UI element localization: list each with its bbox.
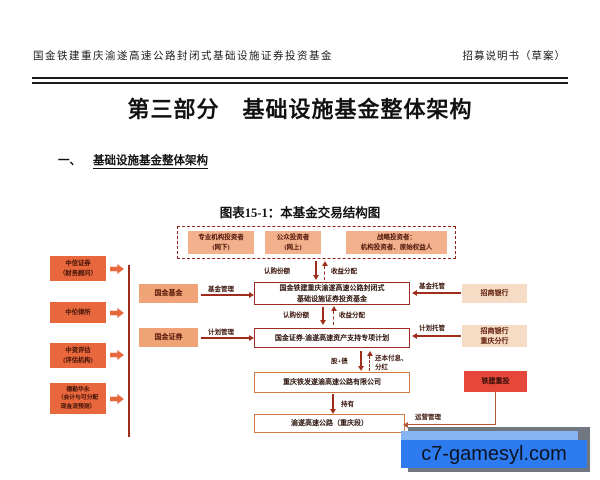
custodian-name: 招商银行 — [480, 289, 509, 298]
arrow-plan-custody-line — [417, 335, 461, 337]
investor-public-name: 公众投资者 — [276, 234, 310, 242]
advisor-arrow-icon — [110, 308, 124, 318]
header-rule — [32, 77, 568, 84]
advisor-deloitte-name: 德勤华永 — [66, 386, 90, 393]
arrow-fund-mgmt-line — [201, 294, 249, 296]
advisor-arrow-icon — [110, 394, 124, 404]
label-plan-mgmt: 计划管理 — [208, 329, 234, 336]
advisor-appraisal-role: (评估机构) — [63, 356, 93, 364]
advisor-zhonglun-name: 中伦律所 — [65, 308, 91, 316]
operator-name: 铁建重投 — [481, 377, 510, 386]
label-repay-line1: 还本付息、 — [375, 355, 408, 362]
arrow-hold-line — [332, 394, 334, 410]
asset-name: 渝遂高速公路（重庆段） — [291, 419, 368, 428]
figure-caption: 图表15-1：本基金交易结构图 — [219, 206, 381, 220]
arrow-plan-mgmt-head — [249, 335, 254, 341]
investor-public-note: (网上) — [284, 243, 302, 251]
label-subscribe-mid: 认购份额 — [283, 312, 309, 319]
advisor-box-zhonglun: 中伦律所 — [50, 302, 106, 323]
watermark-top-strip — [401, 431, 578, 440]
manager-box: 国金基金 — [139, 284, 198, 303]
operate-connector-vline — [495, 392, 497, 425]
investor-panel — [177, 226, 456, 259]
arrow-fund-custody-line — [417, 292, 461, 294]
section-heading: 一、基础设施基金整体架构 — [58, 152, 208, 169]
page-title: 第三部分 基础设施基金整体架构 — [127, 97, 473, 122]
fund-box: 国金铁建重庆渝遂高速公路封闭式 基础设施证券投资基金 — [254, 282, 410, 305]
advisor-box-deloitte: 德勤华永 （会计与可分配 现金流预测） — [50, 383, 106, 414]
arrow-plan-custody-head — [412, 333, 417, 339]
arrow-operate-head — [403, 422, 408, 428]
arrow-subscribe-top-head — [313, 275, 319, 280]
advisor-deloitte-role1: （会计与可分配 — [57, 395, 99, 402]
operate-connector-hline — [408, 424, 496, 426]
arrow-distribute-top-head — [322, 261, 328, 266]
project-company-name: 重庆铁发遂渝高速公路有限公司 — [283, 378, 381, 387]
plan-custodian-line2: 重庆分行 — [480, 337, 509, 345]
investor-offline-note: (网下) — [212, 243, 230, 251]
label-hold: 持有 — [341, 401, 354, 408]
arrow-fund-custody-head — [412, 290, 417, 296]
advisor-box-appraisal: 中资评估 (评估机构) — [50, 343, 106, 368]
collector-line — [128, 265, 130, 437]
investor-offline-name: 专业机构投资者 — [198, 234, 244, 242]
arrow-distribute-mid-line — [333, 311, 334, 325]
arrow-repay-line — [369, 356, 370, 371]
investor-box-strategic: 战略投资者： 机构投资者、原始权益人 — [346, 231, 447, 254]
investor-box-public: 公众投资者 (网上) — [265, 231, 321, 254]
label-distribute-mid: 收益分配 — [339, 312, 365, 319]
arrow-equity-debt-head — [358, 366, 364, 371]
doc-header-left: 国金铁建重庆渝遂高速公路封闭式基础设施证券投资基金 — [33, 51, 333, 62]
arrow-hold-head — [330, 409, 336, 414]
label-subscribe-top: 认购份额 — [264, 268, 290, 275]
label-fund-mgmt: 基金管理 — [208, 286, 234, 293]
fund-name-line2: 基础设施证券投资基金 — [297, 294, 367, 303]
label-repay-line2: 分红 — [375, 364, 388, 371]
watermark-link[interactable]: c7-gamesyl.com — [401, 440, 587, 468]
label-plan-custody: 计划托管 — [419, 325, 445, 332]
investor-strategic-note: 机构投资者、原始权益人 — [360, 243, 433, 251]
advisor-appraisal-name: 中资评估 — [65, 347, 91, 355]
operator-box: 铁建重投 — [464, 371, 527, 392]
advisor-box-citic: 中信证券 （财务顾问） — [50, 256, 106, 281]
investor-strategic-name: 战略投资者： — [377, 234, 416, 242]
fund-name-line1: 国金铁建重庆渝遂高速公路封闭式 — [279, 284, 385, 293]
abs-plan-box: 国金证券-渝遂高速资产支持专项计划 — [254, 328, 410, 348]
advisor-citic-role: （财务顾问） — [59, 269, 97, 277]
investor-box-offline: 专业机构投资者 (网下) — [188, 231, 254, 254]
arrow-equity-debt-line — [360, 351, 362, 366]
arrow-plan-mgmt-line — [201, 337, 249, 339]
custodian-box: 招商银行 — [462, 284, 527, 303]
arrow-distribute-top-line — [324, 266, 325, 280]
advisor-arrow-icon — [110, 350, 124, 360]
label-fund-custody: 基金托管 — [419, 283, 445, 290]
section-number: 一、 — [58, 155, 81, 167]
asset-box: 渝遂高速公路（重庆段） — [254, 414, 405, 433]
manager-name: 国金基金 — [154, 289, 183, 298]
arrow-subscribe-top-line — [315, 261, 317, 275]
label-equity-debt: 股+债 — [331, 358, 348, 365]
arrow-repay-head — [367, 351, 373, 356]
arrow-fund-mgmt-head — [249, 292, 254, 298]
project-company-box: 重庆铁发遂渝高速公路有限公司 — [254, 372, 410, 393]
plan-manager-box: 国金证券 — [139, 328, 198, 347]
abs-plan-name: 国金证券-渝遂高速资产支持专项计划 — [274, 333, 390, 342]
section-title: 基础设施基金整体架构 — [93, 155, 208, 169]
label-operate: 运营管理 — [415, 414, 441, 421]
arrow-subscribe-mid-head — [320, 320, 326, 325]
watermark-text: c7-gamesyl.com — [421, 442, 567, 465]
advisor-citic-name: 中信证券 — [65, 260, 91, 268]
advisor-arrow-icon — [110, 264, 124, 274]
plan-custodian-box: 招商银行 重庆分行 — [462, 325, 527, 347]
label-distribute-top: 收益分配 — [331, 268, 357, 275]
plan-manager-name: 国金证券 — [154, 333, 183, 342]
doc-header-right: 招募说明书（草案） — [462, 51, 566, 62]
advisor-deloitte-role2: 现金流预测） — [60, 403, 96, 410]
arrow-subscribe-mid-line — [322, 307, 324, 320]
plan-custodian-line1: 招商银行 — [480, 326, 509, 335]
arrow-distribute-mid-head — [331, 306, 337, 311]
